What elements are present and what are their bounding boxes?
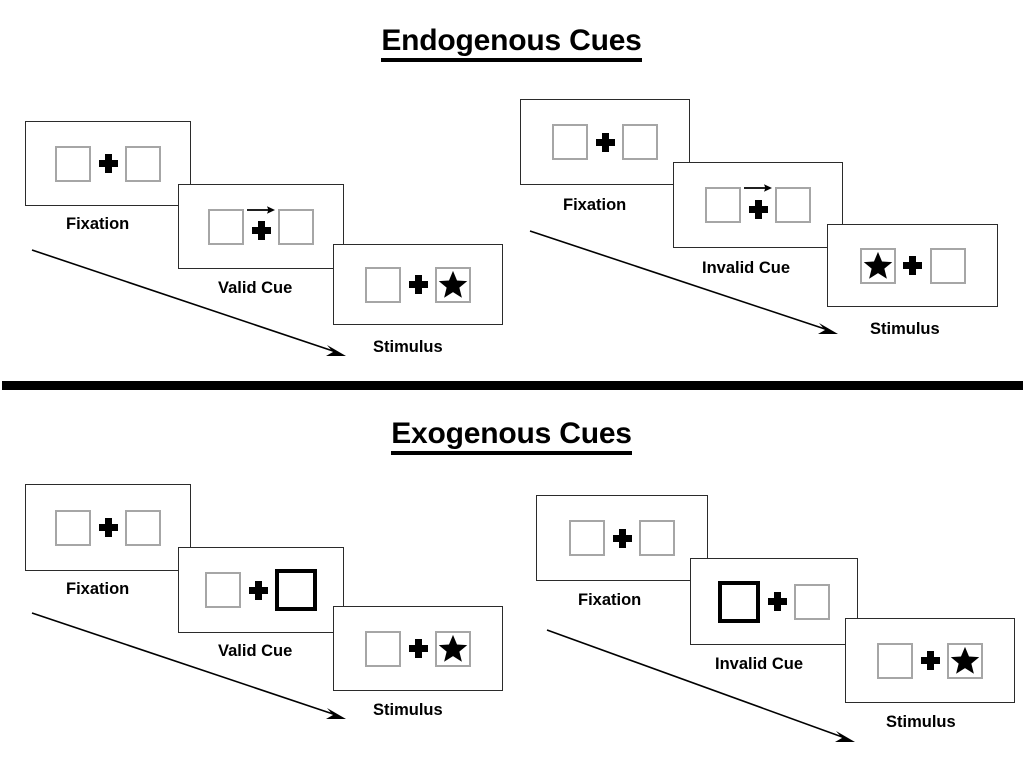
- plus-icon: [91, 144, 125, 184]
- panel-endogenous-valid-stimulus[interactable]: [333, 244, 503, 325]
- plus-icon: [605, 518, 639, 558]
- placeholder-box-left: [365, 630, 401, 667]
- placeholder-box-right: [929, 247, 966, 284]
- placeholder-box-left: [55, 509, 91, 546]
- panel-endogenous-valid-fixation[interactable]: [25, 121, 191, 206]
- caption-endogenous-invalid-cue: Invalid Cue: [702, 259, 791, 277]
- caption-endogenous-invalid-stimulus: Stimulus: [870, 320, 940, 338]
- section-title-endogenous-text: Endogenous Cues: [381, 24, 642, 62]
- plus-icon: [91, 508, 125, 548]
- plus-icon: [913, 641, 947, 681]
- placeholder-box-left: [705, 187, 741, 223]
- placeholder-box-left: [552, 124, 588, 160]
- caption-endogenous-valid-cue: Valid Cue: [218, 279, 293, 297]
- section-title-endogenous: Endogenous Cues: [0, 24, 1023, 62]
- panel-content: [205, 569, 317, 611]
- panel-exogenous-invalid-stimulus[interactable]: [845, 618, 1015, 703]
- star-icon: [863, 251, 893, 280]
- plus-icon: [241, 570, 275, 610]
- placeholder-box-left: [208, 208, 244, 245]
- placeholder-box-left: [365, 266, 401, 303]
- placeholder-box-left: [55, 145, 91, 182]
- caption-exogenous-valid-fixation: Fixation: [66, 580, 130, 598]
- placeholder-box-right-cued: [275, 569, 317, 611]
- panel-content: [208, 204, 314, 247]
- panel-exogenous-valid-stimulus[interactable]: [333, 606, 503, 691]
- placeholder-box-left: [877, 642, 913, 679]
- section-divider: [2, 381, 1023, 390]
- panel-exogenous-valid-fixation[interactable]: [25, 484, 191, 571]
- caption-exogenous-valid-stimulus: Stimulus: [373, 701, 443, 719]
- placeholder-box-left: [205, 572, 241, 608]
- caption-endogenous-invalid-fixation: Fixation: [563, 196, 627, 214]
- plus-icon: [401, 265, 435, 305]
- diagonal-arrow-icon-exogenous-invalid: [545, 628, 865, 750]
- placeholder-box-left-cued: [718, 580, 760, 623]
- plus-icon: [244, 204, 278, 247]
- plus-icon: [588, 122, 622, 162]
- panel-content: [718, 580, 830, 623]
- star-icon: [438, 270, 468, 299]
- panel-content: [569, 518, 675, 558]
- arrow-right-icon: [743, 182, 773, 193]
- panel-exogenous-invalid-cue[interactable]: [690, 558, 858, 645]
- placeholder-box-left: [569, 520, 605, 556]
- caption-exogenous-valid-cue: Valid Cue: [218, 642, 293, 660]
- placeholder-box-right: [125, 145, 161, 182]
- panel-content: [55, 508, 161, 548]
- star-icon: [950, 646, 980, 675]
- section-title-exogenous: Exogenous Cues: [0, 417, 1023, 455]
- panel-content: [877, 641, 983, 681]
- caption-exogenous-invalid-stimulus: Stimulus: [886, 713, 956, 731]
- caption-exogenous-invalid-fixation: Fixation: [578, 591, 642, 609]
- star-icon: [438, 634, 468, 663]
- placeholder-box-left-with-stimulus: [859, 247, 896, 284]
- arrow-right-icon: [246, 204, 276, 215]
- caption-endogenous-valid-stimulus: Stimulus: [373, 338, 443, 356]
- placeholder-box-right: [278, 208, 314, 245]
- plus-icon: [896, 246, 930, 286]
- placeholder-box-right: [775, 187, 811, 223]
- panel-exogenous-invalid-fixation[interactable]: [536, 495, 708, 581]
- plus-icon: [401, 629, 435, 669]
- panel-exogenous-valid-cue[interactable]: [178, 547, 344, 633]
- panel-content: [365, 629, 471, 669]
- panel-content: [55, 144, 161, 184]
- panel-content: [859, 246, 966, 286]
- placeholder-box-right: [639, 520, 675, 556]
- placeholder-box-right-with-stimulus: [435, 266, 471, 303]
- placeholder-box-right-with-stimulus: [435, 630, 471, 667]
- placeholder-box-right: [622, 124, 658, 160]
- placeholder-box-right: [125, 509, 161, 546]
- panel-content: [705, 182, 811, 225]
- panel-endogenous-invalid-cue[interactable]: [673, 162, 843, 248]
- panel-endogenous-invalid-stimulus[interactable]: [827, 224, 998, 307]
- plus-icon: [760, 582, 794, 622]
- panel-content: [365, 265, 471, 305]
- panel-content: [552, 122, 658, 162]
- caption-exogenous-invalid-cue: Invalid Cue: [715, 655, 804, 673]
- panel-endogenous-valid-cue[interactable]: [178, 184, 344, 269]
- placeholder-box-right-with-stimulus: [947, 642, 983, 679]
- section-title-exogenous-text: Exogenous Cues: [391, 417, 632, 455]
- caption-endogenous-valid-fixation: Fixation: [66, 215, 130, 233]
- plus-icon: [741, 182, 775, 225]
- panel-endogenous-invalid-fixation[interactable]: [520, 99, 690, 185]
- placeholder-box-right: [794, 583, 830, 620]
